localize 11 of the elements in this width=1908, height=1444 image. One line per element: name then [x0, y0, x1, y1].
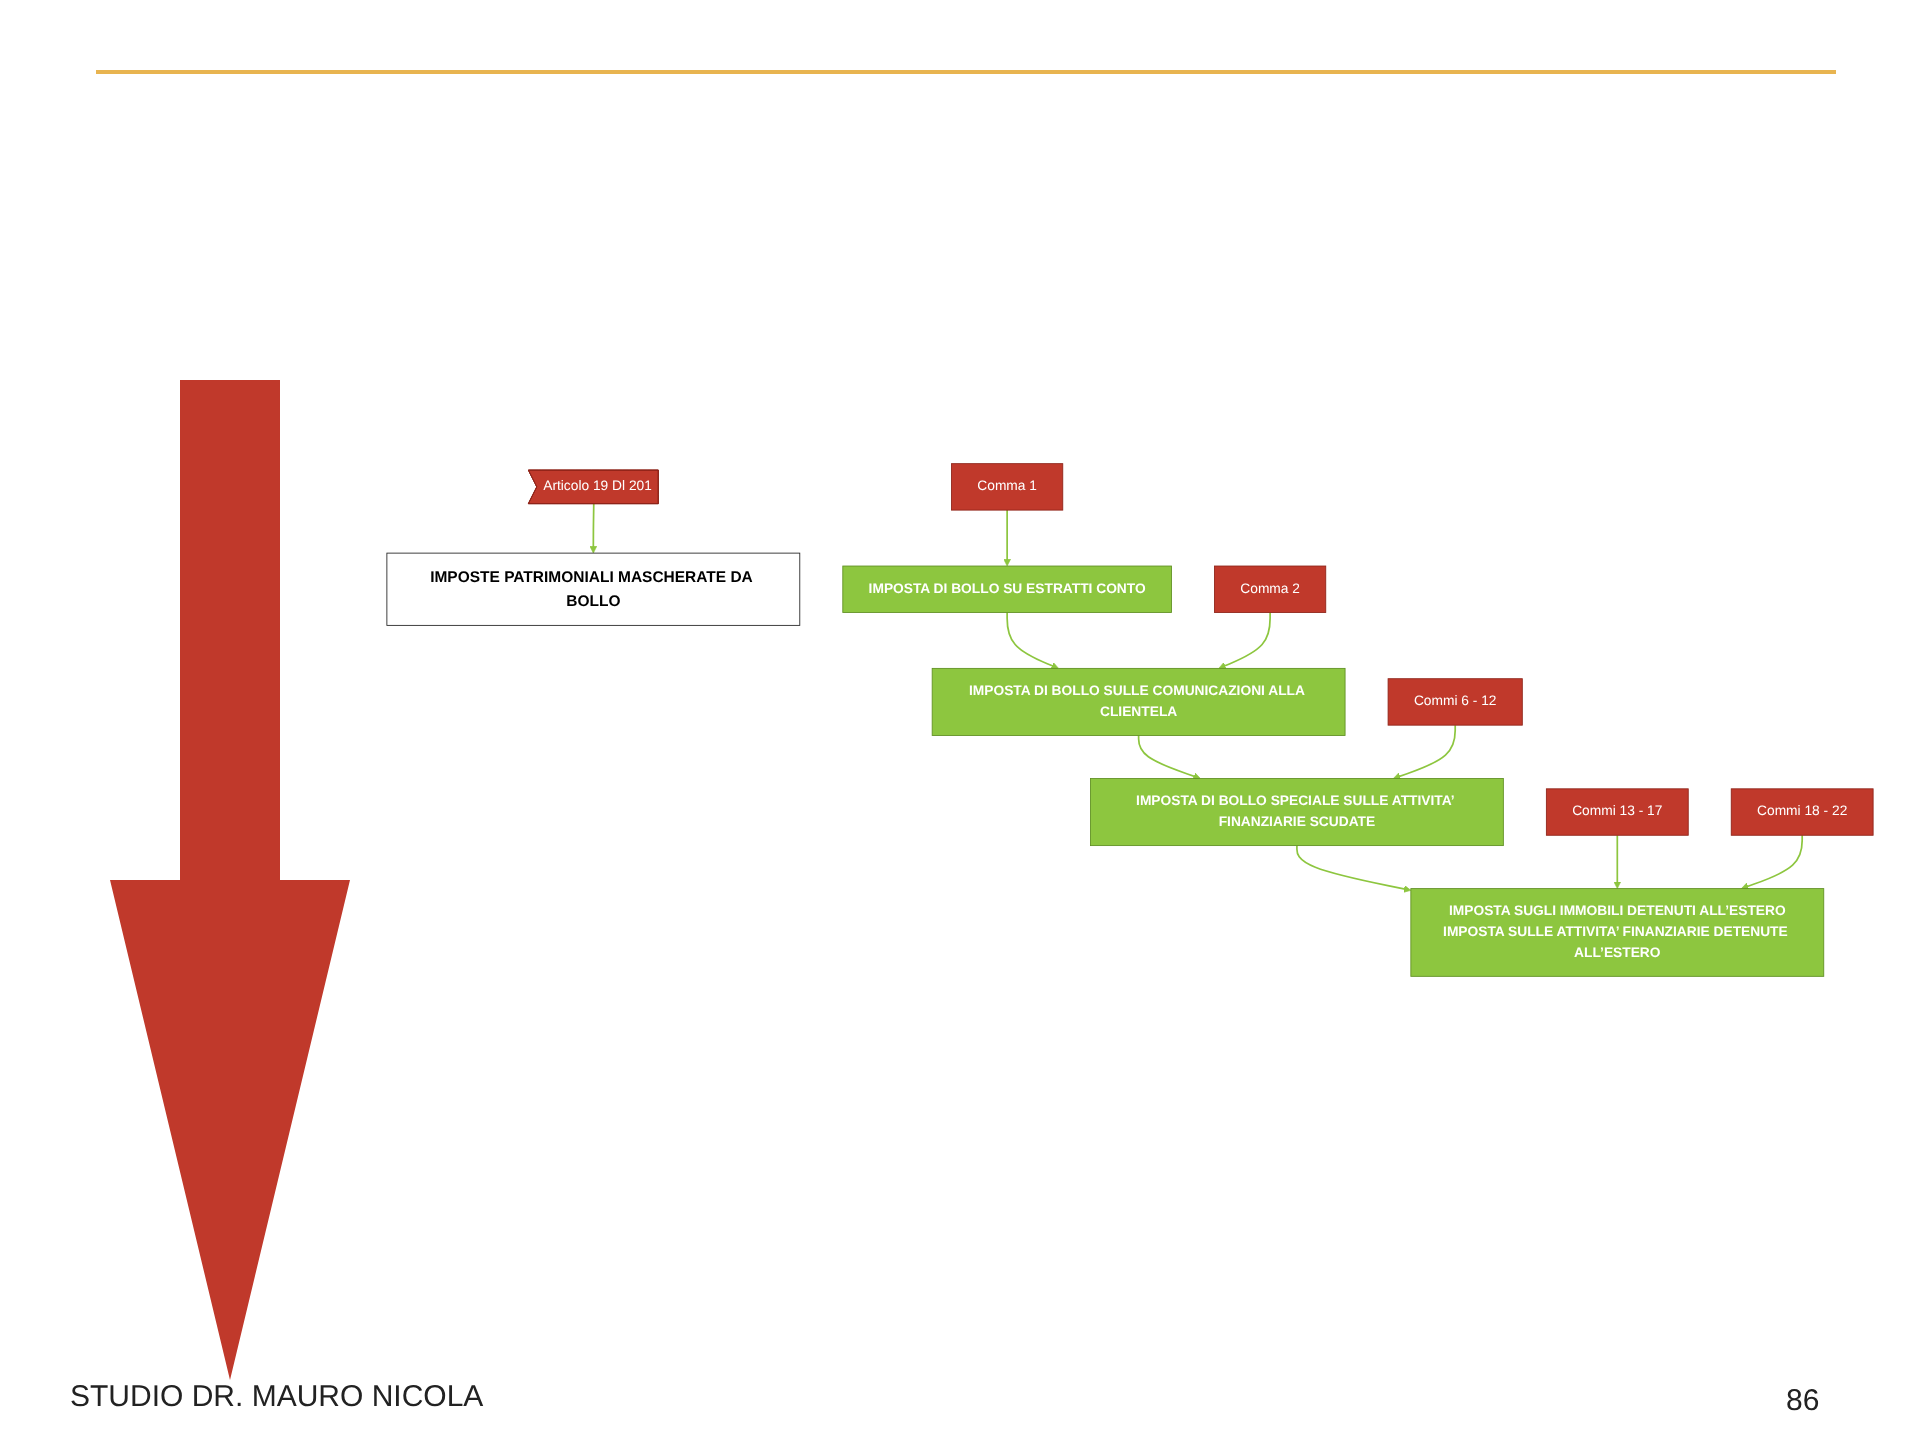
footer-text: STUDIO DR. MAURO NICOLA — [70, 1380, 484, 1414]
arrow — [1137, 734, 1201, 780]
arrow — [589, 503, 598, 554]
arrow — [1741, 834, 1804, 890]
arrow — [1296, 844, 1412, 893]
arrow — [1393, 724, 1457, 780]
arrow — [1218, 611, 1271, 670]
page-number: 86 — [1786, 1384, 1820, 1418]
arrow — [1006, 611, 1059, 670]
arrow — [1003, 509, 1011, 567]
arrow — [1613, 834, 1622, 889]
